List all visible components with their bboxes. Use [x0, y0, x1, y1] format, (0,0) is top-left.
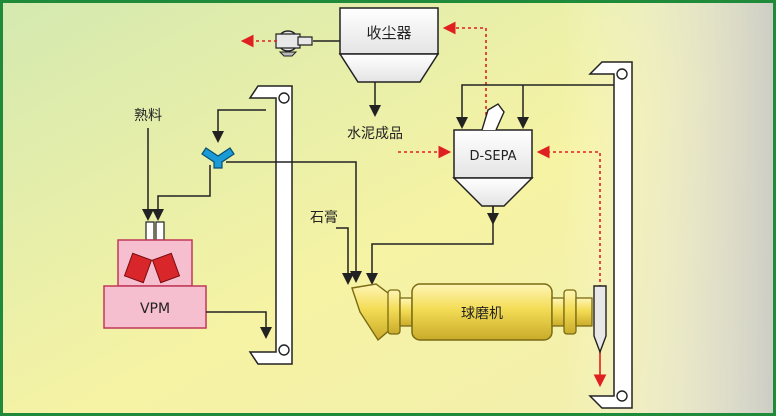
gypsum-label: 石膏 [310, 209, 338, 226]
vpm-roller-press: VPM [103, 221, 207, 329]
right-bucket-elevator [588, 61, 633, 409]
mill-discharge [593, 285, 607, 354]
d-sepa-separator: D-SEPA [452, 103, 534, 207]
splitter-valve-icon [201, 147, 235, 169]
roller-icon [123, 252, 181, 284]
right-fade [560, 0, 776, 416]
left-bucket-elevator [248, 85, 293, 365]
d-sepa-label: D-SEPA [469, 149, 516, 164]
vpm-label: VPM [140, 301, 170, 317]
dust-collector-label: 收尘器 [366, 24, 411, 42]
ball-mill-label: 球磨机 [461, 306, 503, 322]
ball-mill: 球磨机 [351, 283, 593, 342]
dust-collector: 收尘器 [338, 7, 440, 83]
clinker-label: 熟料 [134, 108, 162, 124]
fan-icon [275, 30, 313, 57]
cement-product-label: 水泥成品 [347, 126, 403, 142]
